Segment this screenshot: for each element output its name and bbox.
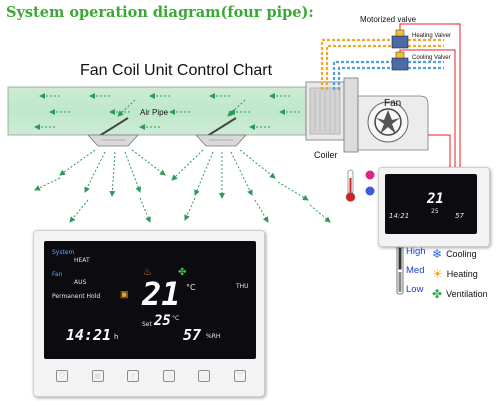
hold-label: Permanent Hold — [52, 293, 101, 300]
chevron-up-icon: ︿ — [200, 373, 208, 380]
air-flow-arrows — [34, 93, 300, 130]
legend-ventilation: ✤ Ventilation — [432, 287, 488, 301]
heating-valve — [391, 29, 409, 49]
legend-cooling: ❄ Cooling — [432, 247, 477, 261]
up-button[interactable]: ︿ — [198, 370, 211, 382]
coil-unit — [305, 77, 429, 153]
humidity-unit: %RH — [206, 333, 221, 340]
heating-valve-label: Heating Valver — [412, 33, 451, 39]
flame-icon: ♨ — [143, 267, 152, 278]
clock-suffix: h — [114, 333, 119, 341]
humidity-value: 57 — [183, 326, 202, 344]
chart-title: Fan Coil Unit Control Chart — [80, 62, 273, 79]
power-button[interactable]: ⏻ — [56, 370, 68, 382]
legend-ventilation-label: Ventilation — [446, 289, 488, 299]
main-thermostat: System HEAT Fan AUS Permanent Hold ♨ ✤ ▣… — [33, 230, 265, 397]
fan-speed-low: Low — [406, 284, 424, 295]
small-time: 14:21 — [389, 212, 410, 220]
diffuser-right — [195, 117, 247, 147]
diffuser-left — [87, 117, 139, 147]
temperature-unit: °C — [186, 283, 196, 292]
heating-pipe — [320, 38, 444, 90]
coiler-label: Coiler — [314, 150, 338, 160]
small-temperature: 21 — [427, 191, 444, 207]
fan-speed-high: High — [406, 246, 426, 257]
function-button[interactable]: ƒ — [127, 370, 140, 382]
legend-heating-label: Heating — [446, 269, 478, 279]
grid-icon: ▦ — [94, 373, 101, 380]
fan-speed-med: Med — [406, 265, 425, 276]
set-label: Set — [142, 321, 152, 328]
legend-cooling-label: Cooling — [446, 249, 477, 259]
system-label: System — [52, 249, 75, 256]
small-thermostat-screen: 21 25 14:21 57 — [385, 174, 477, 234]
day-label: THU — [236, 283, 249, 290]
outflow-arrows — [34, 149, 331, 223]
down-button[interactable]: ﹀ — [233, 370, 246, 382]
fan-button[interactable]: ▦ — [91, 370, 104, 382]
snowflake-icon: ❄ — [432, 247, 443, 261]
thermometer-icon — [345, 169, 356, 202]
small-thermostat: 21 25 14:21 57 — [378, 167, 490, 247]
clock-button[interactable]: ◷ — [162, 370, 175, 382]
main-thermostat-screen: System HEAT Fan AUS Permanent Hold ♨ ✤ ▣… — [44, 241, 256, 359]
cooling-valve — [391, 51, 409, 71]
cooling-valve-label: Cooling Valver — [412, 55, 451, 61]
lock-icon: ▣ — [120, 289, 129, 299]
fan-mode-label: Fan — [52, 271, 63, 278]
set-temperature-unit: °C — [172, 315, 180, 322]
set-temperature: 25 — [154, 313, 171, 329]
diagram-title: System operation diagram(four pipe): — [6, 4, 314, 21]
small-humidity: 57 — [455, 212, 464, 220]
touch-button-row: ⏻ ▦ ƒ ◷ ︿ ﹀ — [56, 370, 246, 382]
sensor-dots — [365, 170, 375, 196]
system-value: HEAT — [74, 257, 90, 264]
legend-heating: ☀ Heating — [432, 267, 478, 281]
sun-icon: ☀ — [432, 267, 443, 281]
function-icon: ƒ — [131, 372, 136, 380]
fan-mode-value: AUS — [74, 279, 87, 286]
fan-icon: ✤ — [432, 287, 443, 301]
fan-label: Fan — [384, 98, 402, 109]
air-pipe-label: Air Pipe — [140, 108, 169, 117]
chevron-down-icon: ﹀ — [236, 373, 244, 380]
clock-icon: ◷ — [165, 373, 172, 380]
motorized-valve-label: Motorized valve — [360, 15, 417, 24]
cooling-pipe — [332, 60, 444, 90]
fan-speed-indicator — [396, 245, 404, 295]
small-set-temperature: 25 — [431, 208, 439, 215]
fan-status-icon: ✤ — [178, 267, 187, 278]
clock-time: 14:21 — [66, 326, 112, 344]
current-temperature: 21 — [142, 275, 181, 313]
power-icon: ⏻ — [59, 372, 65, 379]
